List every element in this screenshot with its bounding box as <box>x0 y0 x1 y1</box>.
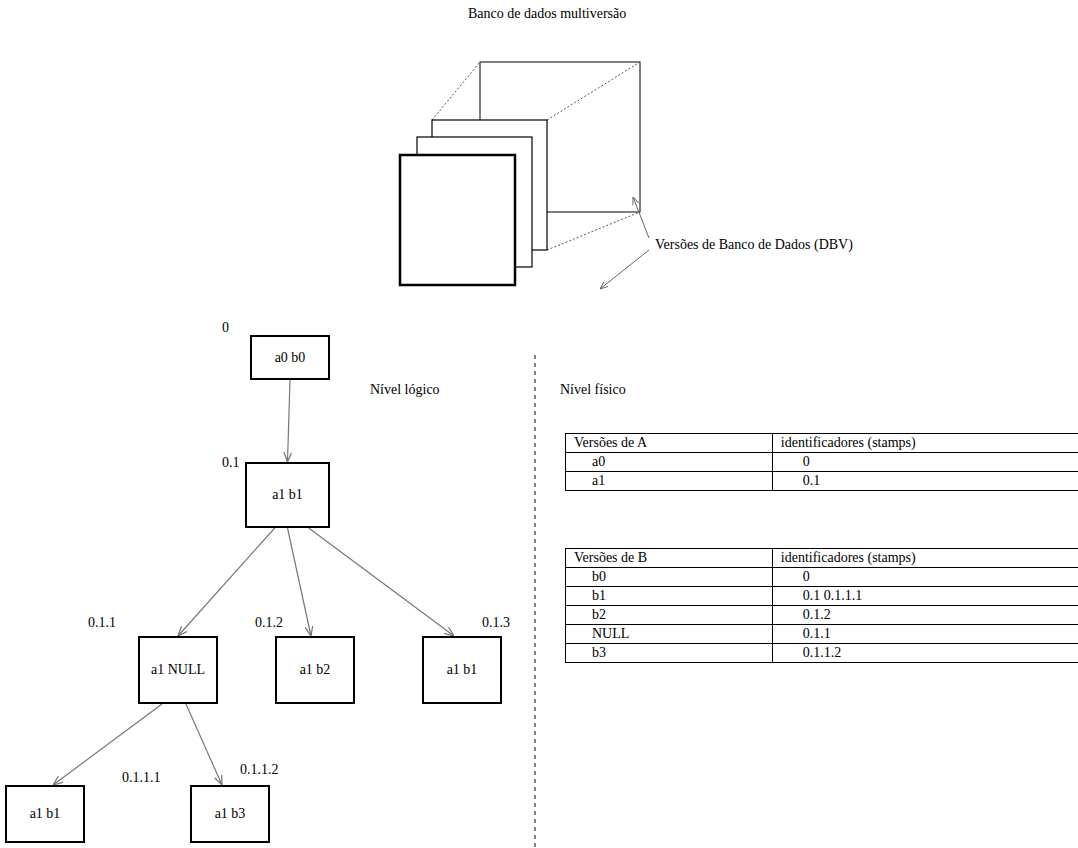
version-values: a1 b1 <box>30 806 61 822</box>
table-cell: b0 <box>566 568 773 587</box>
table-cell: b2 <box>566 606 773 625</box>
version-stamp: 0.1.1.2 <box>240 762 279 778</box>
version-stamp: 0.1 <box>222 455 240 471</box>
perspective-line <box>432 62 480 120</box>
level-divider <box>535 355 536 848</box>
version-stamp: 0.1.1.1 <box>122 770 161 786</box>
version-box: 0.1a1 b1 <box>245 462 330 528</box>
version-stamp: 0.1.1 <box>88 615 116 631</box>
table-cell: b1 <box>566 587 773 606</box>
table-cell: b3 <box>566 644 773 663</box>
version-stamp: 0 <box>222 320 229 336</box>
version-table: Versões de Bidentificadores (stamps)b00b… <box>565 548 1078 663</box>
diagram-title: Banco de dados multiversão <box>468 6 626 22</box>
table-cell: NULL <box>566 625 773 644</box>
perspective-line <box>547 212 640 250</box>
front-version-square <box>400 155 515 285</box>
version-stamp: 0.1.2 <box>255 615 283 631</box>
table-header: Versões de B <box>566 549 773 568</box>
derivation-arrow <box>53 704 162 785</box>
version-box: 0.1.1.2a1 b3 <box>190 785 270 843</box>
version-values: a1 NULL <box>151 662 205 678</box>
version-values: a1 b2 <box>300 662 331 678</box>
version-box: 0.1.1a1 NULL <box>138 636 218 704</box>
version-values: a0 b0 <box>275 350 306 366</box>
version-box: 0.1.1.1a1 b1 <box>5 785 85 843</box>
version-box: 0.1.3a1 b1 <box>422 636 502 704</box>
version-values: a1 b1 <box>447 662 478 678</box>
version-box: 0.1.2a1 b2 <box>275 636 355 704</box>
table-header: Versões de A <box>566 434 773 453</box>
derivation-arrow <box>288 528 312 636</box>
table-header: identificadores (stamps) <box>772 549 1078 568</box>
level-label: Nível físico <box>560 382 626 398</box>
version-values: a1 b3 <box>215 806 246 822</box>
version-values: a1 b1 <box>272 487 303 503</box>
table-cell: 0 <box>772 453 1078 472</box>
level-label: Nível lógico <box>370 382 440 398</box>
table-cell: 0.1.1 <box>772 625 1078 644</box>
derivation-arrow <box>309 528 454 636</box>
table-cell: 0.1.1.2 <box>772 644 1078 663</box>
table-cell: 0 <box>772 568 1078 587</box>
pointer-arrow <box>633 197 649 238</box>
table-cell: 0.1 <box>772 472 1078 491</box>
pointer-label: Versões de Banco de Dados (DBV) <box>655 237 853 253</box>
table-cell: a0 <box>566 453 773 472</box>
pointer-arrow <box>600 250 649 289</box>
derivation-arrow <box>288 380 291 462</box>
version-stamp: 0.1.3 <box>482 615 510 631</box>
version-table: Versões de Aidentificadores (stamps)a00a… <box>565 433 1078 491</box>
table-header: identificadores (stamps) <box>772 434 1078 453</box>
table-cell: 0.1.2 <box>772 606 1078 625</box>
version-box: 0a0 b0 <box>250 335 330 380</box>
derivation-arrow <box>186 704 222 785</box>
table-cell: a1 <box>566 472 773 491</box>
table-cell: 0.1 0.1.1.1 <box>772 587 1078 606</box>
perspective-line <box>547 62 640 120</box>
